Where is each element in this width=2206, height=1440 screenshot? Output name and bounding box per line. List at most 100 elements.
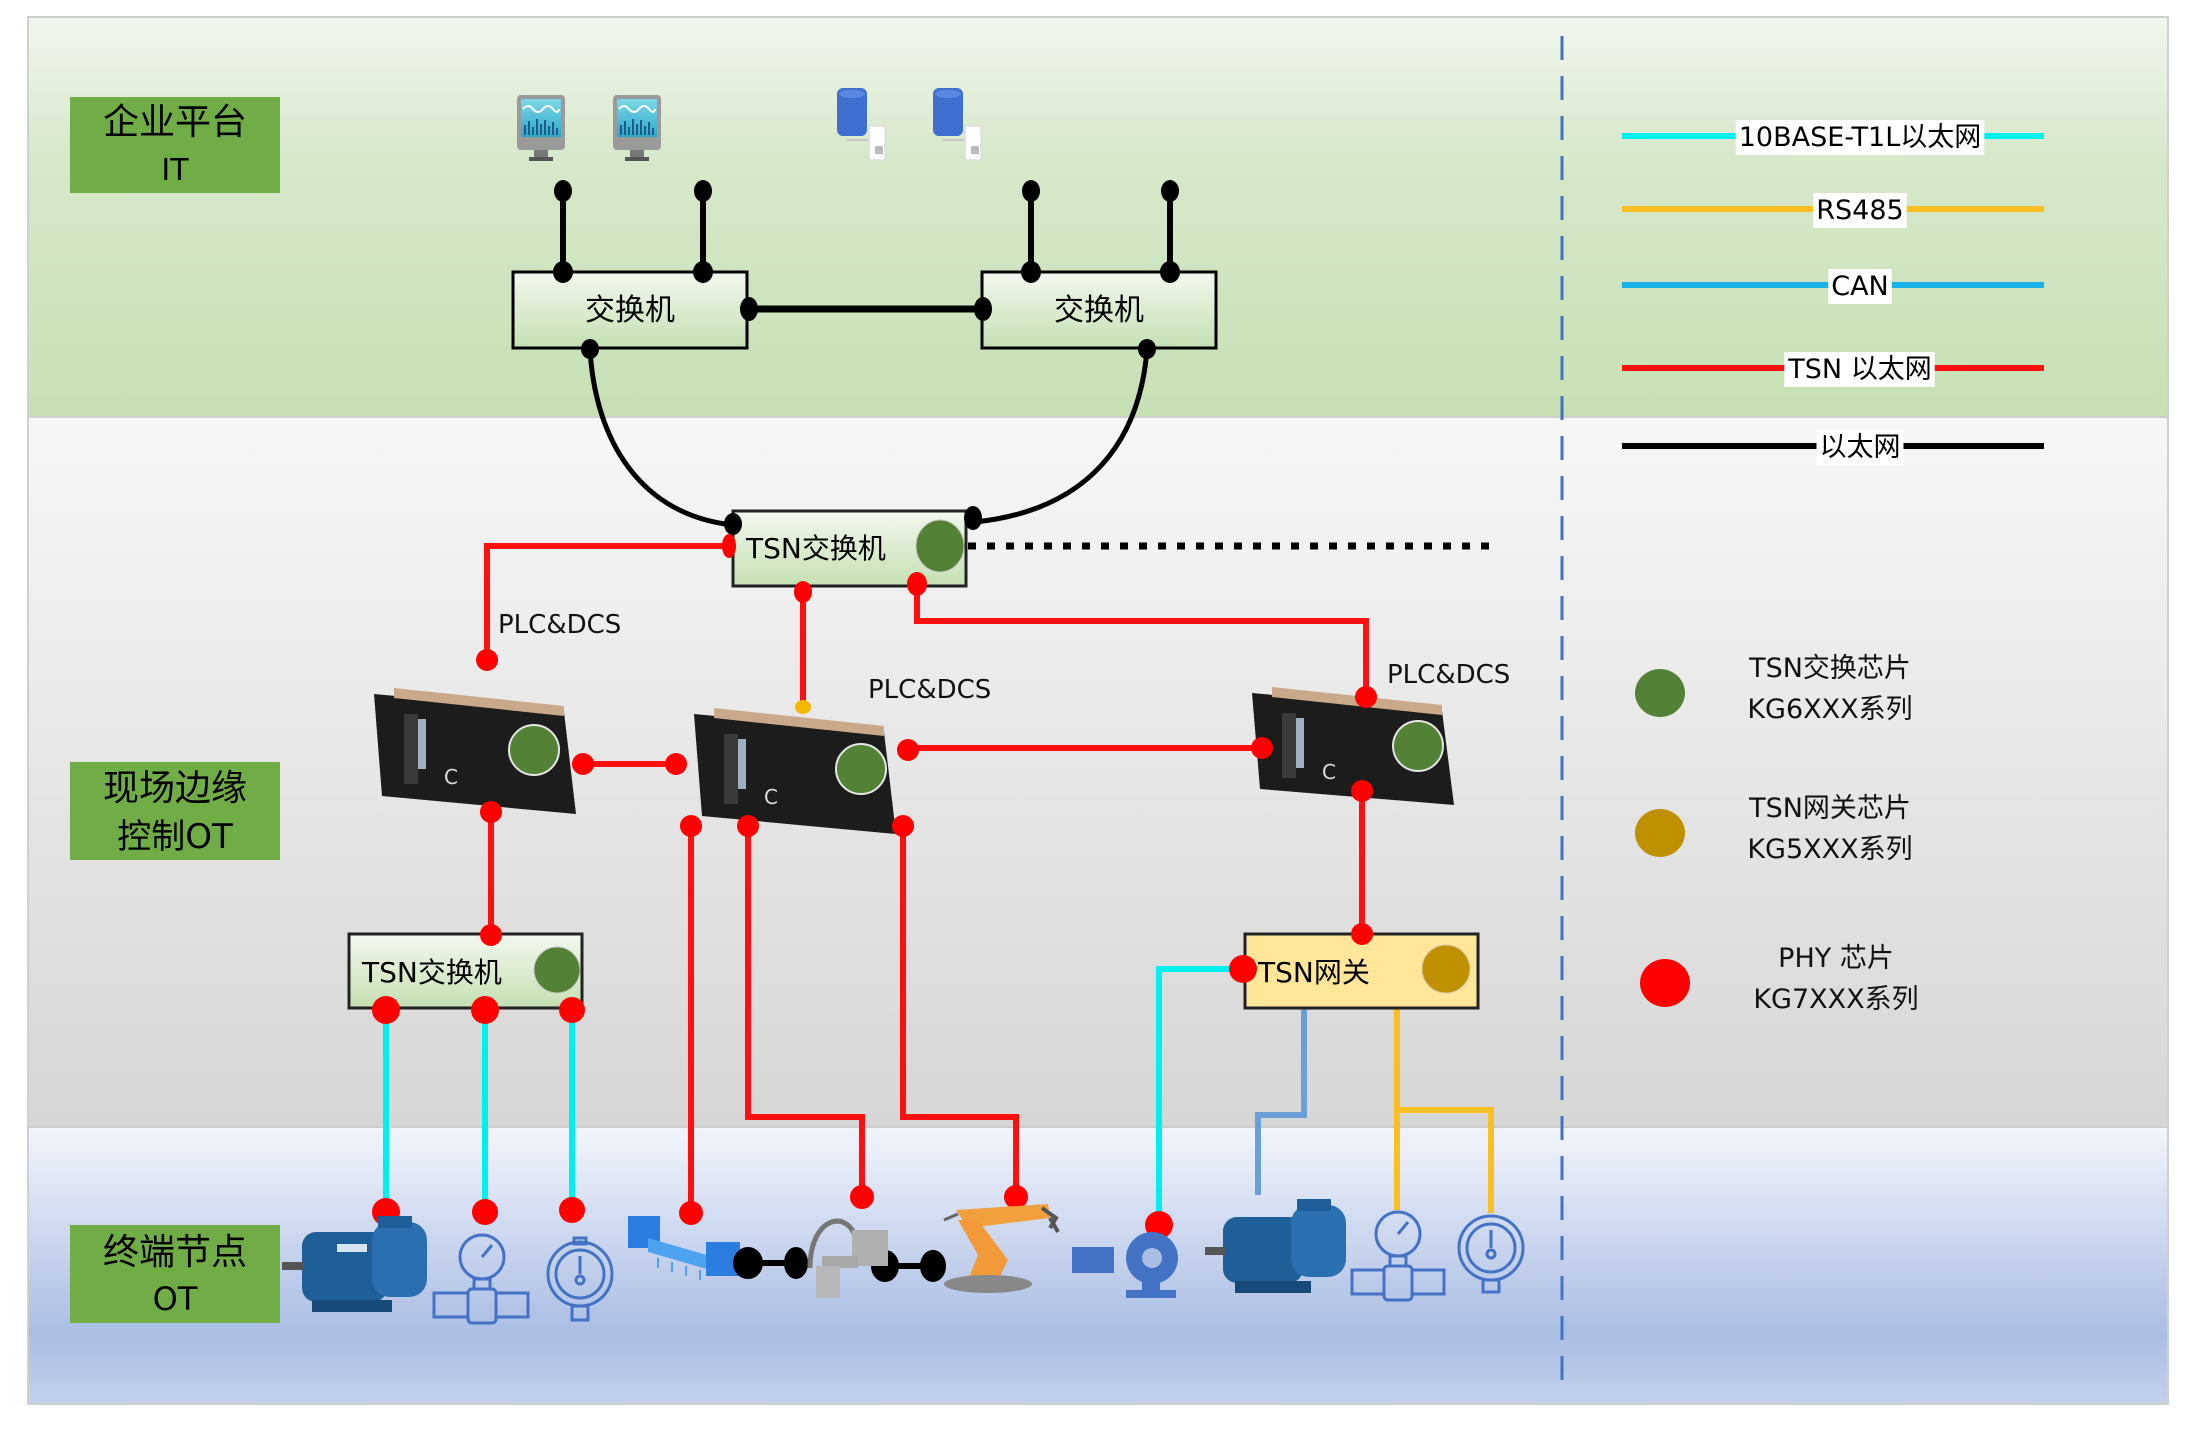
pressure-gauge-valve-icon bbox=[1350, 1210, 1446, 1302]
it-switch-left: 交换机 bbox=[511, 270, 749, 350]
ethernet-port bbox=[694, 180, 712, 202]
legend-chip-series: KG5XXX系列 bbox=[1747, 834, 1912, 865]
tsn-link bbox=[745, 825, 865, 1197]
legend-line-label: 10BASE-T1L以太网 bbox=[1739, 122, 1982, 153]
pressure-gauge-valve-icon bbox=[432, 1233, 530, 1325]
phy-chip-dot bbox=[559, 997, 585, 1023]
ethernet-link bbox=[974, 348, 1150, 525]
tsn-switch-field-label: TSN交换机 bbox=[361, 956, 502, 989]
plc-left-label: PLC&DCS bbox=[498, 610, 621, 640]
tsn-links bbox=[484, 543, 1369, 1212]
zone-label-it: 企业平台 IT bbox=[70, 97, 280, 193]
zone-label-it-line2: IT bbox=[161, 153, 189, 188]
phy-chip-dot bbox=[737, 815, 759, 837]
database-server-icon bbox=[933, 88, 982, 161]
phy-chip-dot bbox=[665, 753, 687, 775]
tsn-link bbox=[484, 543, 727, 660]
phy-chip-dot bbox=[572, 753, 594, 775]
ethernet-port bbox=[974, 297, 992, 321]
tsn-switch-core-label: TSN交换机 bbox=[745, 532, 886, 565]
phy-chip-dot bbox=[1351, 923, 1373, 945]
legend-chip-swatch bbox=[1640, 959, 1690, 1007]
can-link bbox=[1255, 1007, 1307, 1195]
legend-chip-series: KG6XXX系列 bbox=[1747, 694, 1912, 725]
ethernet-port bbox=[964, 506, 982, 530]
ethernet-links bbox=[560, 190, 1492, 550]
phy-chip-dot bbox=[850, 1185, 874, 1209]
phy-chip-dot bbox=[471, 996, 499, 1024]
phy-chip-dot bbox=[897, 739, 919, 761]
tsn-link bbox=[914, 583, 1369, 694]
monitor-icon bbox=[613, 95, 661, 161]
tsn-chip-icon bbox=[915, 519, 965, 573]
legend-chip-swatch bbox=[1635, 809, 1685, 857]
tsn-gateway: TSN网关 bbox=[1243, 932, 1480, 1010]
tsn-switch-field: TSN交换机 bbox=[347, 932, 584, 1010]
phy-chip-dot bbox=[892, 815, 914, 837]
legend-line-label: TSN 以太网 bbox=[1787, 354, 1931, 385]
ethernet-port bbox=[740, 297, 758, 321]
ethernet-port bbox=[920, 1250, 946, 1282]
legend-label-bg bbox=[1813, 193, 1907, 228]
phy-chip-dot bbox=[907, 572, 927, 596]
legend-label-bg bbox=[1784, 352, 1935, 387]
it-switch-left-label: 交换机 bbox=[585, 293, 675, 328]
ethernet-link bbox=[587, 348, 734, 528]
monitor-icon bbox=[517, 95, 565, 161]
phy-chip-dot bbox=[1351, 780, 1373, 802]
rs485-links bbox=[1394, 1007, 1494, 1213]
ethernet-ports bbox=[553, 180, 1180, 359]
svg-text:C: C bbox=[764, 785, 778, 809]
tsn-chip-icon bbox=[835, 743, 887, 795]
pump-icon bbox=[1072, 1232, 1178, 1298]
t1l-links bbox=[383, 966, 1240, 1220]
t1l-link bbox=[1156, 966, 1240, 1220]
legend-chip-name: PHY 芯片 bbox=[1778, 943, 1894, 974]
legend-chip-name: TSN网关芯片 bbox=[1748, 793, 1911, 824]
database-server-icon bbox=[837, 88, 886, 161]
phy-chip-dot bbox=[480, 801, 502, 823]
phy-chip-dot bbox=[372, 996, 400, 1024]
tsn-chip-icon bbox=[533, 946, 581, 994]
scara-robot-icon bbox=[807, 1218, 888, 1298]
motor-icon bbox=[282, 1216, 427, 1312]
zone-label-terminal: 终端节点 OT bbox=[70, 1225, 280, 1323]
zone-it-band bbox=[28, 17, 2168, 417]
it-switch-right-label: 交换机 bbox=[1054, 293, 1144, 328]
ethernet-port bbox=[554, 180, 572, 202]
phy-chip-dot bbox=[472, 1199, 498, 1225]
phy-chip-dot bbox=[722, 534, 736, 558]
gateway-chip-icon bbox=[1421, 944, 1471, 994]
phy-chip-dot bbox=[679, 1201, 703, 1225]
phy-chip-dot bbox=[476, 649, 498, 671]
legend-chip-series: KG7XXX系列 bbox=[1753, 984, 1918, 1015]
plc-module-center: C bbox=[694, 708, 896, 834]
robot-link-ports bbox=[733, 1247, 946, 1282]
frame-border bbox=[27, 16, 2169, 1405]
ethernet-port bbox=[1021, 261, 1041, 283]
phy-chip-dot bbox=[559, 1197, 585, 1223]
industrial-robot-arm-icon bbox=[943, 1204, 1060, 1293]
ethernet-port bbox=[553, 261, 573, 283]
ethernet-port bbox=[1161, 180, 1179, 202]
can-links bbox=[1255, 1007, 1307, 1195]
legend-line-label: CAN bbox=[1831, 271, 1889, 302]
phy-chip-dot bbox=[1229, 955, 1257, 983]
tsn-link bbox=[900, 825, 1019, 1197]
motor-icon bbox=[1205, 1199, 1346, 1293]
legend-line-label: RS485 bbox=[1816, 195, 1903, 226]
plc-right-label: PLC&DCS bbox=[1387, 660, 1510, 690]
zone-label-it-line1: 企业平台 bbox=[103, 102, 247, 143]
phy-chip-dot bbox=[1355, 686, 1377, 708]
it-switch-right: 交换机 bbox=[980, 270, 1218, 350]
zone-label-edge-line2: 控制OT bbox=[117, 817, 233, 857]
tsn-chip-icon bbox=[508, 724, 560, 776]
ethernet-port bbox=[1160, 261, 1180, 283]
phy-chip-dot bbox=[794, 581, 812, 603]
phy-chip-dot bbox=[1004, 1185, 1028, 1209]
legend-label-bg bbox=[1828, 269, 1892, 304]
ethernet-port bbox=[581, 339, 599, 359]
